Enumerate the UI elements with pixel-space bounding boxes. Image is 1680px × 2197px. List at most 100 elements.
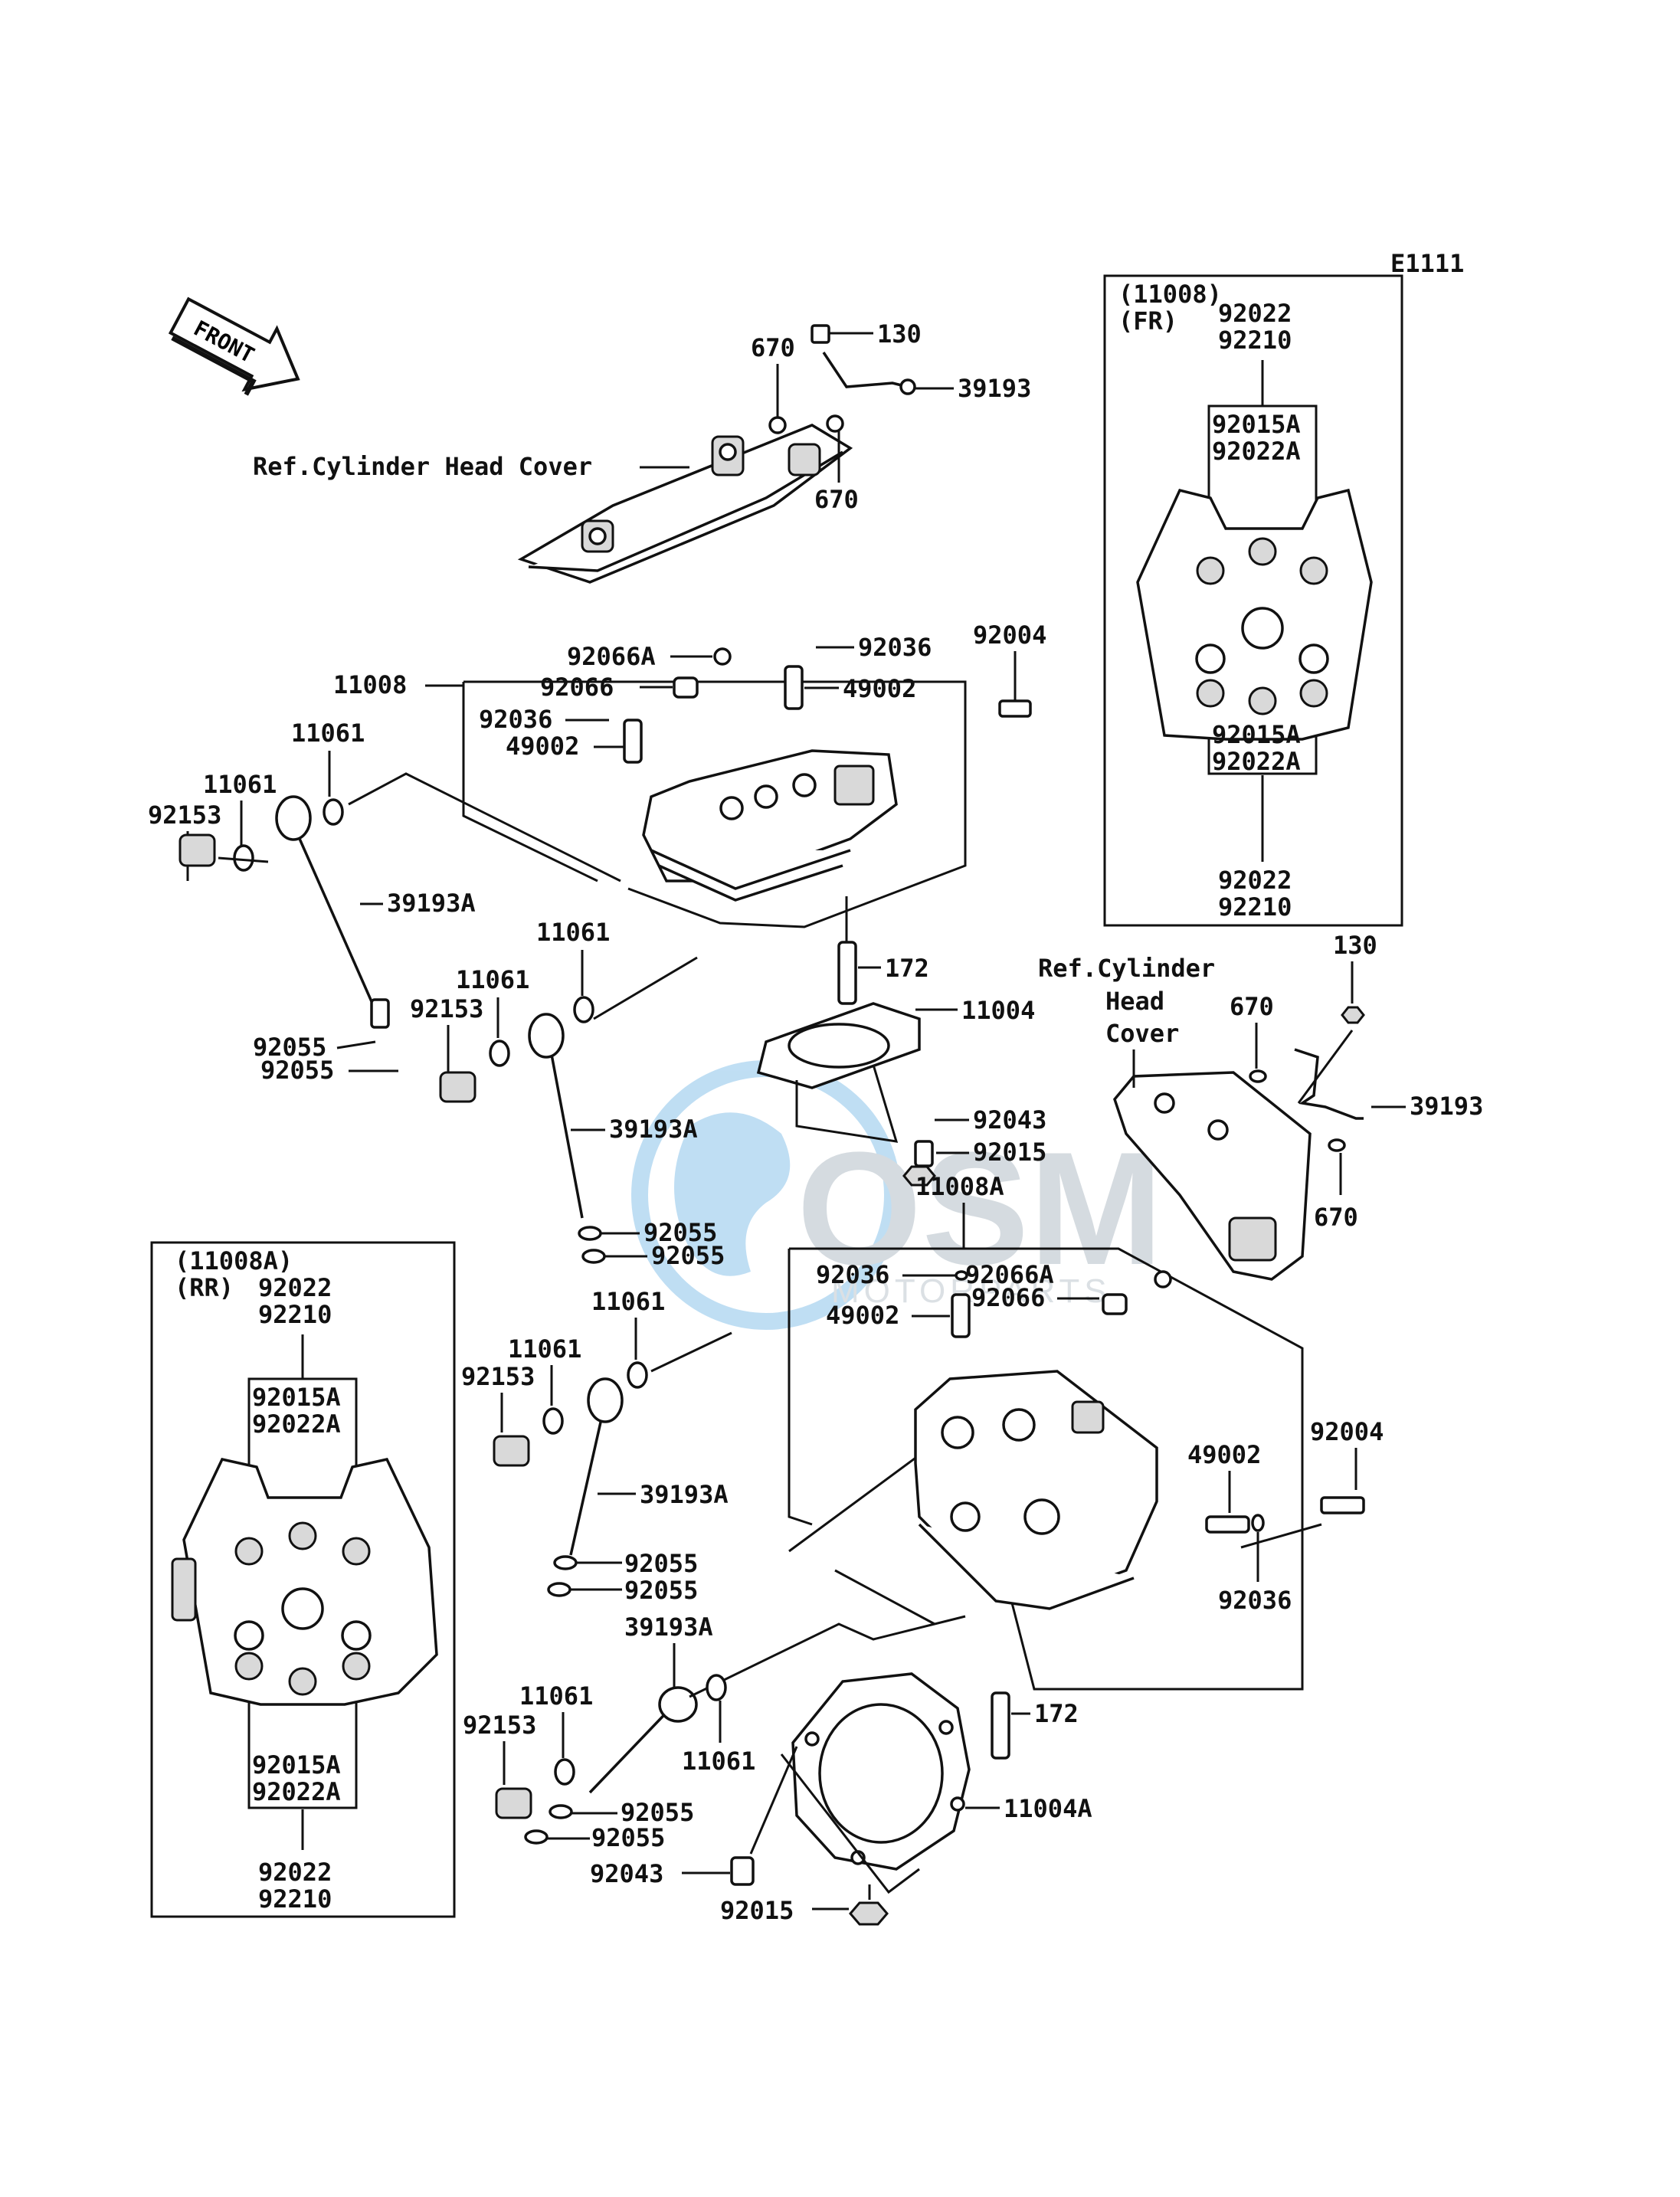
washer-11061-f [542, 1407, 564, 1435]
callout-92055-b: 92055 [260, 1056, 334, 1085]
guide-49002-c [951, 1293, 971, 1338]
callout-92015-front: 92015 [973, 1138, 1046, 1167]
washer-11061-h [706, 1674, 727, 1701]
pipe-39193A-c [569, 1401, 607, 1556]
ref-head-cover-right-3: Cover [1105, 1019, 1179, 1048]
callout-92043-rear: 92043 [590, 1859, 663, 1888]
bolt-92153-b [439, 1071, 476, 1103]
callout-92004-rear: 92004 [1310, 1417, 1384, 1446]
callout-11061-f: 11061 [508, 1334, 581, 1364]
inset-fr-pos: (FR) [1118, 306, 1177, 336]
callout-11061-d: 11061 [456, 965, 529, 994]
watermark-brand: OSM [797, 1118, 1163, 1298]
inset-fr-mid-top-a: 92015A [1212, 410, 1301, 439]
callout-92055-a: 92055 [253, 1033, 326, 1062]
callout-11004A: 11004A [1004, 1794, 1092, 1823]
callout-92055-c: 92055 [644, 1218, 717, 1247]
front-arrow-icon: FRONT [168, 296, 300, 396]
callout-670-top-b: 670 [814, 485, 859, 514]
inset-rr-pos: (RR) [175, 1273, 234, 1302]
stud-92004-front [998, 699, 1032, 718]
inset-rr-frame [150, 1241, 456, 1918]
inset-rr-mid-bot-a: 92015A [252, 1750, 341, 1780]
pipe-39193A-b [546, 1033, 584, 1219]
ref-head-cover-top: Ref.Cylinder Head Cover [253, 452, 592, 481]
pipe-39193A-d [588, 1703, 676, 1794]
callout-172-rear: 172 [1034, 1699, 1079, 1728]
callout-92153-c: 92153 [461, 1362, 535, 1391]
callout-92153-d: 92153 [463, 1711, 536, 1740]
nut-92015-b [849, 1901, 889, 1926]
ref-head-cover-right-2: Head [1105, 987, 1164, 1016]
head-cover-top [517, 424, 853, 584]
callout-92043-front: 92043 [973, 1105, 1046, 1135]
callout-49002-front-b: 49002 [506, 732, 579, 761]
dowel-92043-a [914, 1140, 934, 1167]
callout-670-right-a: 670 [1230, 992, 1274, 1021]
guide-49002-b [623, 719, 643, 764]
callout-11004: 11004 [961, 996, 1035, 1025]
callout-11061-a: 11061 [291, 719, 365, 748]
callout-92036-rear-b: 92036 [1218, 1586, 1292, 1615]
callout-11008: 11008 [333, 670, 407, 699]
washer-11061-d [489, 1040, 510, 1067]
callout-11061-e: 11061 [591, 1287, 665, 1316]
callout-670-right-b: 670 [1314, 1203, 1358, 1232]
callout-92055-d: 92055 [651, 1241, 725, 1270]
guide-49002-d [1205, 1515, 1250, 1534]
plug-92066A [713, 647, 732, 666]
callout-130-right: 130 [1333, 931, 1377, 960]
callout-172-front: 172 [885, 954, 929, 983]
inset-rr-top-a: 92022 [258, 1273, 332, 1302]
head-cover-right [1113, 1071, 1312, 1281]
callout-39193-top: 39193 [958, 374, 1031, 403]
washer-11061-e [627, 1361, 648, 1389]
inset-rr-bot-a: 92022 [258, 1858, 332, 1887]
inset-fr-top-a: 92022 [1218, 299, 1292, 328]
pipe-39193A-a [290, 819, 381, 1020]
inset-fr-bot-a: 92022 [1218, 866, 1292, 895]
callout-49002-rear-b: 49002 [1187, 1440, 1261, 1469]
inset-fr-head-icon [1136, 488, 1373, 741]
callout-11061-g: 11061 [519, 1681, 593, 1711]
callout-49002-rear-a: 49002 [826, 1301, 899, 1330]
inset-rr-mid-top-a: 92015A [252, 1383, 341, 1412]
callout-92066-front: 92066 [540, 673, 614, 702]
callout-92055-g: 92055 [621, 1798, 694, 1827]
diagram-code: E1111 [1390, 249, 1464, 278]
inset-fr-top-b: 92210 [1218, 326, 1292, 355]
inset-fr-frame [1103, 274, 1403, 927]
bolt-92153-c [493, 1435, 530, 1467]
callout-92015-rear: 92015 [720, 1896, 794, 1925]
guide-49002-a [784, 665, 804, 710]
callout-92004-front: 92004 [973, 620, 1046, 650]
inset-fr-mid-bot-b: 92022A [1212, 747, 1301, 776]
callout-92153-a: 92153 [148, 801, 221, 830]
callout-92055-h: 92055 [591, 1823, 665, 1852]
callout-11061-b: 11061 [203, 770, 277, 799]
callout-670-top-a: 670 [751, 333, 795, 362]
plug-92066-rear [1102, 1293, 1128, 1315]
dowel-92043-b [730, 1856, 755, 1886]
inset-fr-mid-bot-a: 92015A [1212, 720, 1301, 749]
watermark-continent-icon [674, 1112, 791, 1276]
callout-39193A-d: 39193A [624, 1613, 713, 1642]
callout-11008A: 11008A [915, 1172, 1004, 1201]
dowel-172-front [837, 941, 857, 1005]
inset-rr-bot-b: 92210 [258, 1884, 332, 1914]
callout-92066A: 92066A [567, 642, 656, 671]
cylinder-head-front [642, 749, 898, 902]
inset-rr-head-icon [171, 1457, 438, 1706]
callout-92036-front-a: 92036 [858, 633, 932, 662]
callout-92036-rear-a: 92036 [816, 1260, 889, 1289]
callout-130-top: 130 [877, 319, 922, 349]
nut-92015-a [902, 1165, 936, 1187]
callout-39193A-a: 39193A [387, 889, 476, 918]
oil-pipe-fitting-top [768, 324, 916, 434]
inset-rr-title: (11008A) [175, 1246, 293, 1275]
inset-fr-mid-top-b: 92022A [1212, 437, 1301, 466]
plug-92066 [673, 676, 699, 699]
washer-11061-b [233, 844, 254, 872]
inset-rr-top-b: 92210 [258, 1300, 332, 1329]
